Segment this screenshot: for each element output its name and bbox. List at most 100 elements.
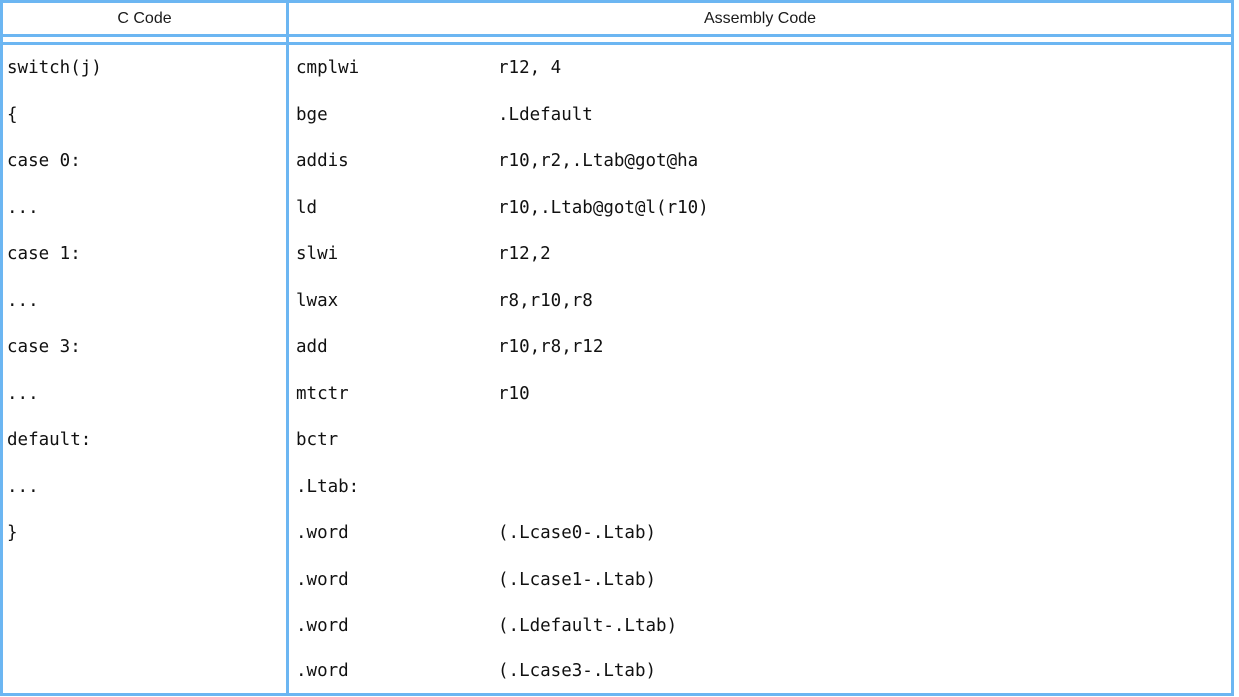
assembly-operand: r8,r10,r8 (498, 290, 593, 311)
assembly-operand: .Ldefault (498, 104, 593, 125)
assembly-code-line: ld r10,.Ltab@got@l(r10) (296, 198, 1231, 218)
assembly-mnemonic: cmplwi (296, 58, 360, 79)
assembly-code-cell: .Ltab: (289, 463, 1234, 510)
c-code-cell (0, 603, 289, 650)
assembly-operand: (.Ldefault-.Ltab) (498, 616, 678, 637)
assembly-code-line: bge .Ldefault (296, 105, 1231, 125)
assembly-mnemonic: slwi (296, 244, 339, 265)
c-code-line: ... (7, 476, 39, 497)
c-code-line: case 1: (7, 244, 81, 265)
table-row: } .word (.Lcase0-.Ltab) (0, 510, 1234, 557)
assembly-code-cell: cmplwi r12, 4 (289, 45, 1234, 92)
assembly-operand: (.Lcase3-.Ltab) (498, 661, 657, 682)
c-code-cell: case 3: (0, 324, 289, 371)
assembly-code-line: bctr (296, 430, 1231, 450)
table-row: .word (.Lcase3-.Ltab) (0, 649, 1234, 696)
assembly-code-cell: .word (.Lcase0-.Ltab) (289, 510, 1234, 557)
c-code-cell: ... (0, 184, 289, 231)
assembly-mnemonic: addis (296, 151, 349, 172)
table-row: ... ld r10,.Ltab@got@l(r10) (0, 184, 1234, 231)
assembly-operand: r12, 4 (498, 58, 562, 79)
assembly-code-cell: slwi r12,2 (289, 231, 1234, 278)
table-row: case 0: addis r10,r2,.Ltab@got@ha (0, 138, 1234, 185)
c-code-cell: switch(j) (0, 45, 289, 92)
table-row: case 3: add r10,r8,r12 (0, 324, 1234, 371)
c-code-line: ... (7, 290, 39, 311)
c-code-cell: } (0, 510, 289, 557)
assembly-mnemonic: mtctr (296, 383, 349, 404)
c-code-line: { (7, 104, 18, 125)
assembly-mnemonic: ld (296, 197, 318, 218)
assembly-mnemonic: lwax (296, 290, 339, 311)
c-code-cell: ... (0, 277, 289, 324)
assembly-code-cell: bctr (289, 417, 1234, 464)
assembly-code-line: .word (.Ldefault-.Ltab) (296, 616, 1231, 636)
assembly-code-line: slwi r12,2 (296, 244, 1231, 264)
c-code-cell: ... (0, 370, 289, 417)
c-code-line: case 3: (7, 337, 81, 358)
assembly-mnemonic: .word (296, 523, 349, 544)
assembly-mnemonic: add (296, 337, 328, 358)
assembly-mnemonic: bge (296, 104, 328, 125)
assembly-code-cell: ld r10,.Ltab@got@l(r10) (289, 184, 1234, 231)
assembly-operand: (.Lcase1-.Ltab) (498, 569, 657, 590)
assembly-code-line: lwax r8,r10,r8 (296, 291, 1231, 311)
assembly-operand: r12,2 (498, 244, 551, 265)
assembly-operand: r10,r2,.Ltab@got@ha (498, 151, 699, 172)
assembly-code-line: .word (.Lcase3-.Ltab) (296, 661, 1231, 681)
assembly-mnemonic: .word (296, 661, 349, 682)
assembly-operand: (.Lcase0-.Ltab) (498, 523, 657, 544)
assembly-mnemonic: .word (296, 616, 349, 637)
table-row: case 1: slwi r12,2 (0, 231, 1234, 278)
c-code-cell: { (0, 91, 289, 138)
table-row: switch(j) cmplwi r12, 4 (0, 45, 1234, 92)
header-rule-left (0, 37, 289, 45)
table-row: { bge .Ldefault (0, 91, 1234, 138)
table-row: .word (.Ldefault-.Ltab) (0, 603, 1234, 650)
c-code-line: } (7, 523, 18, 544)
table-header: C Code Assembly Code (0, 0, 1234, 45)
header-double-rule (0, 37, 1234, 45)
column-header-c-code: C Code (0, 0, 289, 37)
assembly-mnemonic: .word (296, 569, 349, 590)
assembly-operand: r10,.Ltab@got@l(r10) (498, 197, 709, 218)
assembly-code-cell: .word (.Lcase3-.Ltab) (289, 649, 1234, 696)
assembly-mnemonic: .Ltab: (296, 476, 360, 497)
c-code-cell: case 0: (0, 138, 289, 185)
assembly-code-cell: .word (.Lcase1-.Ltab) (289, 556, 1234, 603)
c-code-line: ... (7, 383, 39, 404)
c-code-line: default: (7, 430, 92, 451)
c-code-cell: case 1: (0, 231, 289, 278)
header-row: C Code Assembly Code (0, 0, 1234, 37)
c-code-cell: default: (0, 417, 289, 464)
assembly-code-cell: lwax r8,r10,r8 (289, 277, 1234, 324)
assembly-mnemonic: bctr (296, 430, 339, 451)
assembly-code-cell: .word (.Ldefault-.Ltab) (289, 603, 1234, 650)
c-code-line: switch(j) (7, 58, 102, 79)
table-body: switch(j) cmplwi r12, 4 { bge .Ldefault case 0… (0, 45, 1234, 696)
c-code-cell (0, 649, 289, 696)
table-row: ... lwax r8,r10,r8 (0, 277, 1234, 324)
table-row: ... .Ltab: (0, 463, 1234, 510)
assembly-code-line: .word (.Lcase1-.Ltab) (296, 570, 1231, 590)
c-code-line: ... (7, 197, 39, 218)
assembly-code-cell: add r10,r8,r12 (289, 324, 1234, 371)
assembly-code-line: .Ltab: (296, 477, 1231, 497)
table-row: default: bctr (0, 417, 1234, 464)
assembly-code-line: addis r10,r2,.Ltab@got@ha (296, 151, 1231, 171)
column-header-assembly-code: Assembly Code (289, 0, 1234, 37)
c-code-cell (0, 556, 289, 603)
c-code-line: case 0: (7, 151, 81, 172)
assembly-code-line: .word (.Lcase0-.Ltab) (296, 523, 1231, 543)
assembly-code-line: cmplwi r12, 4 (296, 58, 1231, 78)
c-code-cell: ... (0, 463, 289, 510)
table-row: .word (.Lcase1-.Ltab) (0, 556, 1234, 603)
header-rule-right (289, 37, 1234, 45)
assembly-operand: r10,r8,r12 (498, 337, 604, 358)
assembly-code-cell: addis r10,r2,.Ltab@got@ha (289, 138, 1234, 185)
